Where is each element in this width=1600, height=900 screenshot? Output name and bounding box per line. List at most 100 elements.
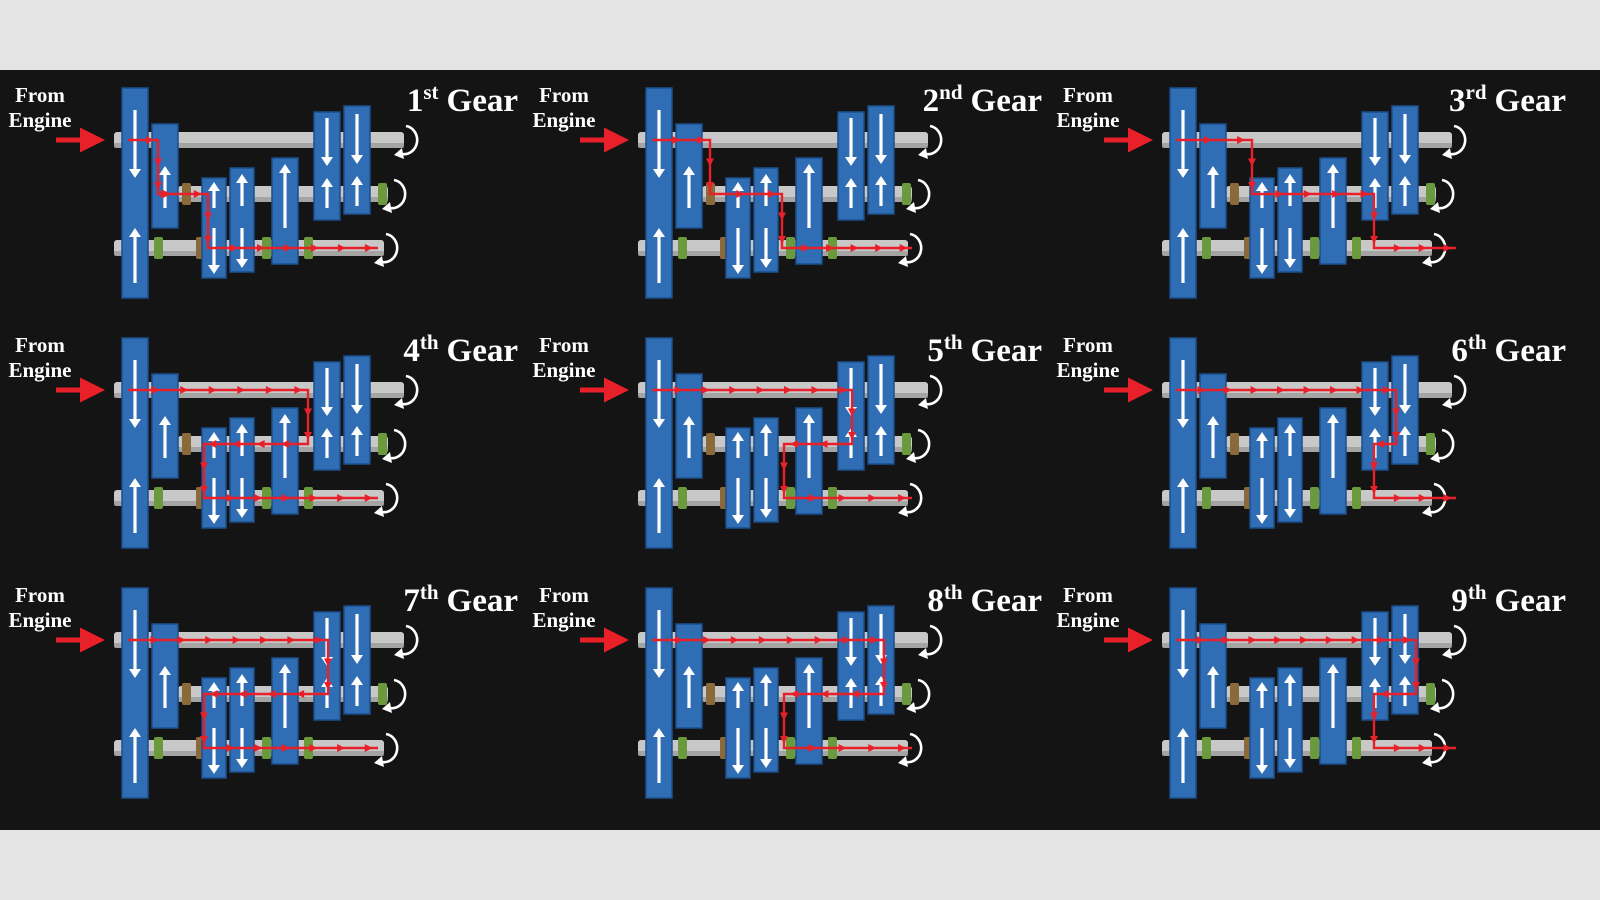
power-flow-path-chevron	[200, 735, 208, 744]
rotation-arrow-up-head	[1177, 228, 1189, 237]
gear-number: 9	[1451, 583, 1468, 619]
rotation-arrow-up-head	[760, 674, 772, 683]
output-rotation-bottom	[381, 732, 399, 764]
power-flow-path-chevron	[267, 690, 276, 698]
top-shaft-shade	[1162, 393, 1452, 398]
power-flow-path-chevron	[756, 386, 765, 394]
rotation-arrow-up-head	[351, 426, 363, 435]
power-flow-path-chevron	[177, 636, 186, 644]
rotation-arrow-down-head	[1284, 259, 1296, 268]
from-label-line1: From	[15, 583, 65, 607]
power-flow-path-chevron	[1383, 386, 1392, 394]
power-flow-path-chevron	[868, 494, 877, 502]
rotation-arrow-up-head	[653, 228, 665, 237]
output-rotation-middle	[1437, 428, 1455, 460]
power-flow-path-chevron	[842, 636, 851, 644]
rotation-arrow-down-head	[321, 157, 333, 166]
power-flow-path-chevron	[780, 735, 788, 744]
power-flow-path-chevron	[1443, 244, 1452, 252]
rotation-arrow-up-head	[129, 228, 141, 237]
rotation-arrow-up-head	[1256, 432, 1268, 441]
top-shaft-shade	[638, 393, 928, 398]
power-flow-path-chevron	[701, 386, 710, 394]
gear-word: Gear	[447, 583, 518, 619]
power-flow-path-chevron	[1332, 190, 1341, 198]
power-flow-path-chevron	[1274, 636, 1283, 644]
power-flow-path-chevron	[309, 744, 318, 752]
power-flow-path-chevron	[1250, 386, 1259, 394]
rotation-arrow-up-head	[321, 178, 333, 187]
power-flow-path-chevron	[1204, 136, 1213, 144]
power-flow-path-chevron	[1248, 181, 1256, 190]
power-flow-path-chevron	[1380, 690, 1389, 698]
output-rotation-bottom-head	[898, 256, 908, 267]
output-rotation-bottom-head	[374, 506, 384, 517]
rotation-arrow-up-head	[208, 432, 220, 441]
output-rotation-middle-head	[906, 452, 916, 463]
synchronizer	[678, 237, 687, 259]
synchronizer	[1230, 183, 1239, 205]
gear-number: 8	[927, 583, 944, 619]
power-flow-path-chevron	[146, 136, 155, 144]
synchronizer	[154, 737, 163, 759]
power-flow-path-chevron	[850, 244, 859, 252]
rotation-arrow-up-head	[1399, 676, 1411, 685]
power-flow-path-chevron	[1393, 244, 1402, 252]
power-flow-path-chevron	[674, 386, 683, 394]
from-label-line1: From	[539, 583, 589, 607]
synchronizer	[182, 683, 191, 705]
from-label-line2: Engine	[1056, 608, 1119, 632]
from-label-line1: From	[539, 83, 589, 107]
rotation-arrow-down-head	[351, 655, 363, 664]
synchronizer	[1310, 487, 1319, 509]
power-flow-path-chevron	[819, 440, 828, 448]
power-flow-path-chevron	[1392, 408, 1400, 417]
power-flow-path-chevron	[899, 244, 908, 252]
output-rotation-middle-head	[1430, 452, 1440, 463]
output-rotation-bottom-head	[374, 756, 384, 767]
rotation-arrow-up-head	[1207, 416, 1219, 425]
rotation-arrow-up-head	[1256, 682, 1268, 691]
from-label-line2: Engine	[532, 108, 595, 132]
power-flow-path-chevron	[1370, 462, 1378, 471]
gear-suffix: th	[1468, 580, 1487, 604]
power-flow-path-chevron	[1224, 386, 1233, 394]
rotation-arrow-down-head	[653, 669, 665, 678]
power-flow-path-chevron	[1370, 212, 1378, 221]
power-flow-path-chevron	[1325, 636, 1334, 644]
power-flow-path-chevron	[706, 181, 714, 190]
power-flow-path-chevron	[850, 690, 859, 698]
output-rotation-top	[925, 624, 943, 656]
power-flow-path-chevron	[296, 690, 305, 698]
gear-word: Gear	[1495, 333, 1566, 369]
rotation-arrow-up-head	[760, 424, 772, 433]
rotation-arrow-down-head	[1369, 157, 1381, 166]
rotation-arrow-down-head	[875, 405, 887, 414]
rotation-arrow-up-head	[760, 174, 772, 183]
output-rotation-top	[925, 124, 943, 156]
power-flow-path-chevron	[193, 190, 202, 198]
output-rotation-middle	[913, 428, 931, 460]
power-flow-path-chevron	[706, 158, 714, 167]
power-flow-path-chevron	[364, 744, 373, 752]
output-rotation-bottom	[381, 232, 399, 264]
power-flow-path-chevron	[1303, 386, 1312, 394]
rotation-arrow-down-head	[1399, 655, 1411, 664]
gear-suffix: rd	[1466, 80, 1487, 104]
power-flow-path-chevron	[163, 190, 171, 198]
power-flow-path-chevron	[780, 462, 788, 471]
rotation-arrow-up-head	[1284, 674, 1296, 683]
synchronizer	[1230, 683, 1239, 705]
power-flow-path-chevron	[204, 212, 212, 221]
top-shaft-shade	[114, 393, 404, 398]
power-flow-path-chevron	[1418, 494, 1427, 502]
power-flow-path-chevron	[254, 494, 263, 502]
power-flow-path-chevron	[256, 244, 265, 252]
output-rotation-top	[925, 374, 943, 406]
power-flow-path-chevron	[1376, 440, 1385, 448]
rotation-arrow-up-head	[1369, 678, 1381, 687]
from-label-line1: From	[1063, 333, 1113, 357]
